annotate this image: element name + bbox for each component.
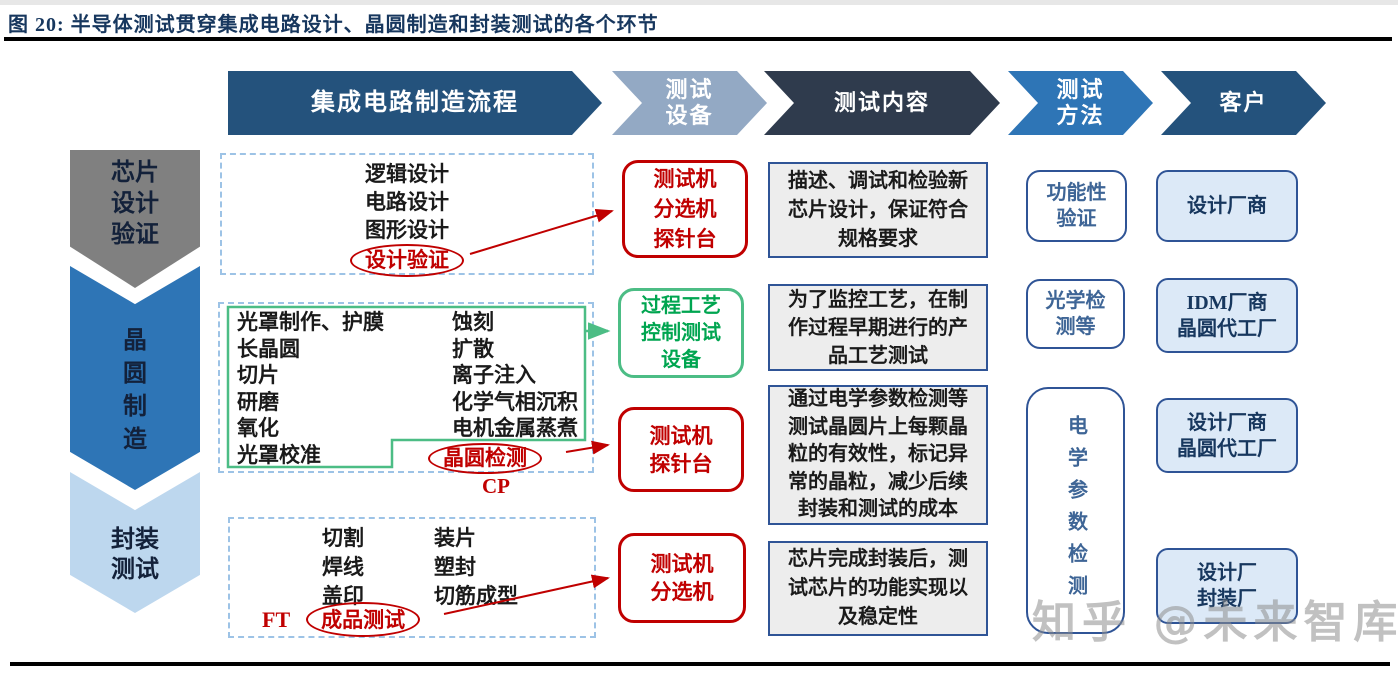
header-label: 客户	[1219, 90, 1268, 115]
wafer-step: 蚀刻	[452, 310, 494, 334]
bottom-divider	[10, 662, 1390, 666]
design-foundry-customer-box: 设计厂商 晶圆代工厂	[1156, 398, 1298, 473]
title-divider	[4, 37, 1392, 41]
header-arrow-test-content: 测试内容	[764, 71, 1000, 135]
content-text: 为了监控工艺，在制 作过程早期进行的产 品工艺测试	[788, 288, 968, 367]
customer-label: 设计厂商	[1187, 195, 1267, 217]
final-test-content-box: 芯片完成封装后，测 试芯片的功能实现以 及稳定性	[768, 541, 988, 636]
header-arrow-manufacturing-flow: 集成电路制造流程	[228, 71, 602, 135]
idm-foundry-customer-box: IDM厂商 晶圆代工厂	[1156, 278, 1298, 353]
header-arrow-test-equipment: 测试 设备	[612, 71, 767, 135]
design-step: 电路设计	[365, 190, 449, 214]
wafer-step: 化学气相沉积	[452, 389, 578, 414]
watermark: 知乎 @未来智库	[1032, 597, 1398, 648]
process-control-equipment-box: 过程工艺 控制测试 设备	[618, 288, 744, 378]
header-arrow-customer: 客户	[1161, 71, 1326, 135]
design-test-equipment-box: 测试机 分选机 探针台	[622, 160, 748, 258]
package-step: 切筋成型	[434, 584, 518, 608]
stage-chevron-package-test: 封装 测试	[70, 472, 200, 613]
package-step: 焊线	[322, 555, 364, 579]
design-test-content-box: 描述、调试和检验新 芯片设计，保证符合 规格要求	[768, 162, 988, 258]
customer-label: 设计厂 封装厂	[1197, 562, 1257, 610]
equipment-label: 测试机 分选机	[650, 552, 714, 604]
header-label: 集成电路制造流程	[311, 90, 519, 116]
wafer-step: 研磨	[237, 389, 279, 414]
design-step: 图形设计	[365, 218, 449, 242]
stage-chevron-chip-design-verification: 芯片 设计 验证	[70, 150, 200, 288]
electrical-parameter-test-box: 电学参数检测	[1026, 387, 1125, 634]
process-test-content-box: 为了监控工艺，在制 作过程早期进行的产 品工艺测试	[768, 284, 988, 371]
header-arrow-test-method: 测试 方法	[1008, 71, 1153, 135]
method-label: 电学参数检测	[1064, 414, 1087, 607]
ft-label: FT	[262, 606, 291, 632]
stage-label: 封装 测试	[111, 526, 159, 583]
design-house-customer-box: 设计厂商	[1156, 170, 1298, 242]
top-edge-strip	[0, 0, 1398, 5]
wafer-process-column-1: 光罩制作、护膜 长晶圆 切片 研磨 氧化 光罩校准	[237, 309, 384, 468]
wafer-process-column-2: 蚀刻 扩散 离子注入 化学气相沉积 电机金属蒸煮 晶圆检测	[428, 309, 578, 474]
method-label: 光学检 测等	[1045, 290, 1106, 338]
design-packaging-customer-box: 设计厂 封装厂	[1156, 548, 1298, 624]
header-label: 测试 方法	[1056, 77, 1105, 128]
final-test-row: FT 成品测试	[262, 602, 421, 637]
wafer-step: 氧化	[237, 416, 279, 440]
wafer-step: 切片	[237, 363, 279, 387]
package-step: 塑封	[434, 555, 476, 579]
cp-test-equipment-box: 测试机 探针台	[618, 407, 744, 492]
equipment-label: 过程工艺 控制测试 设备	[641, 294, 721, 371]
content-text: 描述、调试和检验新 芯片设计，保证符合 规格要求	[788, 169, 968, 250]
design-verification-circled-label: 设计验证	[350, 244, 464, 277]
content-text: 芯片完成封装后，测 试芯片的功能实现以 及稳定性	[788, 548, 968, 628]
page-title: 图 20: 半导体测试贯穿集成电路设计、晶圆制造和封装测试的各个环节	[8, 14, 659, 36]
header-label: 测试内容	[833, 90, 930, 115]
wafer-step: 长晶圆	[237, 336, 300, 361]
wafer-step: 光罩制作、护膜	[237, 310, 384, 334]
package-column-1: 切割 焊线 盖印	[322, 524, 364, 611]
cp-label: CP	[482, 474, 510, 498]
final-test-equipment-box: 测试机 分选机	[618, 533, 746, 623]
stage-label: 芯片 设计 验证	[111, 159, 159, 248]
wafer-process-outer-box	[218, 302, 594, 473]
wafer-step: 离子注入	[452, 363, 536, 387]
package-step: 装片	[434, 526, 476, 550]
package-step: 切割	[322, 526, 364, 550]
design-steps-list: 逻辑设计 电路设计 图形设计 设计验证	[220, 160, 594, 277]
package-column-2: 装片 塑封 切筋成型	[434, 524, 518, 611]
wafer-step: 光罩校准	[237, 442, 321, 467]
cp-test-content-box: 通过电学参数检测等 测试晶圆片上每颗晶 粒的有效性，标记异 常的晶粒，减少后续 …	[768, 385, 988, 525]
wafer-step: 扩散	[452, 336, 494, 361]
header-label: 测试 设备	[665, 77, 714, 128]
final-test-circled-label: 成品测试	[306, 602, 421, 637]
customer-label: IDM厂商 晶圆代工厂	[1177, 291, 1277, 340]
design-step: 逻辑设计	[365, 162, 449, 186]
stage-chevron-wafer-fabrication: 晶 圆 制 造	[70, 266, 200, 490]
wafer-step: 电机金属蒸煮	[452, 416, 578, 440]
functional-verification-box: 功能性 验证	[1026, 170, 1127, 242]
method-label: 功能性 验证	[1046, 182, 1107, 230]
customer-label: 设计厂商 晶圆代工厂	[1177, 411, 1277, 460]
content-text: 通过电学参数检测等 测试晶圆片上每颗晶 粒的有效性，标记异 常的晶粒，减少后续 …	[788, 388, 968, 521]
equipment-label: 测试机 分选机 探针台	[653, 167, 717, 251]
equipment-label: 测试机 探针台	[649, 423, 713, 476]
optical-inspection-box: 光学检 测等	[1026, 279, 1125, 349]
wafer-inspection-circled-label: 晶圆检测	[428, 442, 542, 474]
stage-label: 晶 圆 制 造	[123, 328, 147, 453]
